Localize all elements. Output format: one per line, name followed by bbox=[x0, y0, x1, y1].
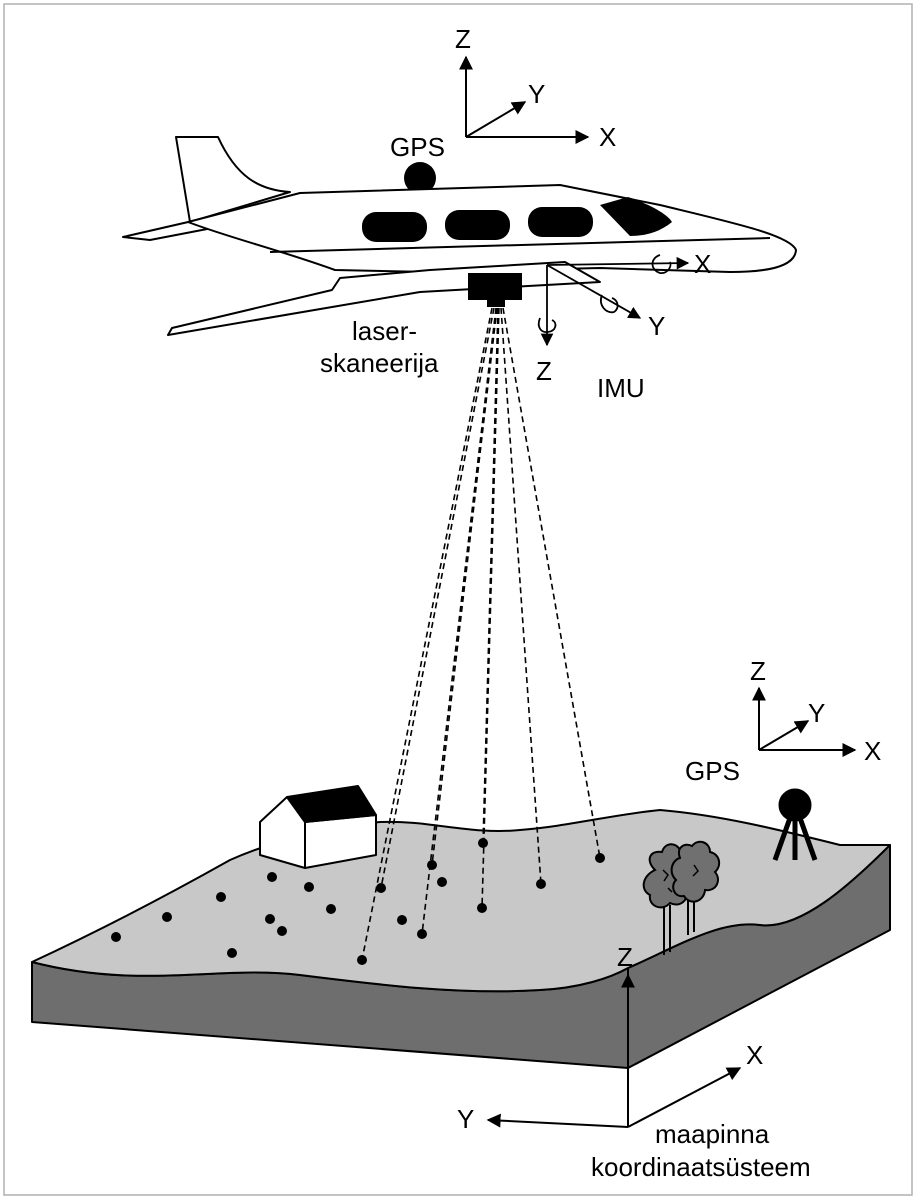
window-2 bbox=[445, 210, 510, 240]
laser-beam bbox=[431, 307, 498, 866]
station-axis-y-label: Y bbox=[808, 698, 825, 728]
imu-axis-x-arrow bbox=[546, 256, 690, 270]
laser-beam bbox=[380, 307, 495, 889]
aircraft-axis-z-label: Z bbox=[455, 24, 471, 54]
cockpit-window bbox=[600, 197, 672, 236]
imu-pitch-arc bbox=[600, 294, 619, 314]
ground-point bbox=[304, 882, 314, 892]
ground-point bbox=[227, 948, 237, 958]
aircraft-axis-y-arrow bbox=[465, 101, 527, 138]
window-3 bbox=[528, 207, 593, 237]
aircraft-gps-antenna-icon bbox=[404, 162, 436, 194]
imu-axis-y-label: Y bbox=[648, 311, 665, 341]
imu-yaw-arc bbox=[537, 317, 557, 333]
ground-system-label-line2: koordinaatsüsteem bbox=[591, 1152, 811, 1182]
laser-scanner-label-line1: laser- bbox=[352, 316, 417, 346]
ground-point bbox=[437, 877, 447, 887]
ground-point bbox=[536, 879, 546, 889]
laser-scanner-icon bbox=[468, 273, 522, 300]
ground-point bbox=[427, 860, 437, 870]
laser-beam bbox=[361, 307, 493, 961]
imu-axis-z-label: Z bbox=[536, 356, 552, 386]
laser-beam bbox=[482, 307, 499, 844]
ground-point bbox=[397, 915, 407, 925]
ground-system-label-line1: maapinna bbox=[655, 1119, 770, 1149]
ground-axis-x-label: X bbox=[746, 1040, 763, 1070]
imu-label: IMU bbox=[597, 373, 645, 403]
ground-point bbox=[111, 932, 121, 942]
laser-beams bbox=[361, 307, 601, 961]
ground-point bbox=[277, 926, 287, 936]
station-axes bbox=[752, 686, 857, 757]
ground-point bbox=[216, 892, 226, 902]
laser-beam bbox=[502, 307, 601, 859]
station-gps-label: GPS bbox=[685, 756, 740, 786]
figure-frame bbox=[3, 3, 913, 1196]
ground-point bbox=[376, 883, 386, 893]
ground-axes bbox=[486, 973, 742, 1128]
imu-axis-y-arrow bbox=[546, 264, 642, 319]
ground-point bbox=[267, 872, 277, 882]
gps-base-station-icon bbox=[772, 788, 818, 861]
ground-point bbox=[478, 838, 488, 848]
station-axis-y-arrow bbox=[758, 720, 810, 751]
aircraft-gps-label: GPS bbox=[390, 132, 445, 162]
ground-axis-z-label: Z bbox=[617, 942, 633, 972]
laser-scanner-label-line2: skaneerija bbox=[320, 348, 439, 378]
imu-axes bbox=[537, 254, 690, 347]
imu-roll-arc bbox=[651, 254, 672, 274]
ground-point bbox=[477, 903, 487, 913]
aircraft-axis-x-label: X bbox=[599, 122, 616, 152]
laser-beam bbox=[500, 307, 542, 885]
ground-point bbox=[265, 914, 275, 924]
ground-axis-y-arrow bbox=[486, 1113, 629, 1128]
tree-icon bbox=[642, 840, 721, 955]
ground-point bbox=[357, 955, 367, 965]
aircraft-axes bbox=[459, 55, 590, 144]
ground-point bbox=[417, 929, 427, 939]
laser-beam bbox=[421, 307, 497, 935]
station-axis-x-label: X bbox=[864, 736, 881, 766]
airplane-windows bbox=[362, 197, 672, 242]
ground-points bbox=[111, 838, 605, 965]
ground-axis-x-arrow bbox=[627, 1067, 742, 1128]
ground-point bbox=[595, 853, 605, 863]
ground-axis-y-label: Y bbox=[457, 1104, 474, 1134]
station-axis-z-label: Z bbox=[750, 656, 766, 686]
house-icon bbox=[259, 785, 377, 869]
laser-beam bbox=[481, 307, 500, 909]
window-1 bbox=[362, 212, 427, 242]
aircraft-axis-y-label: Y bbox=[528, 79, 545, 109]
imu-axis-x-label: X bbox=[694, 249, 711, 279]
laser-scanner-lens bbox=[487, 300, 505, 307]
ground-point bbox=[326, 904, 336, 914]
terrain-block bbox=[31, 809, 891, 1069]
ground-point bbox=[162, 912, 172, 922]
